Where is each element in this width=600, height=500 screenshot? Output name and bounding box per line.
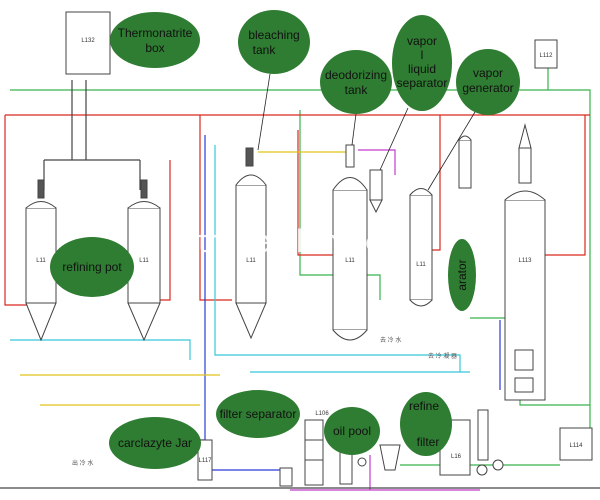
separator-column-unit [409, 188, 433, 307]
tag-deodorizing: L11 [345, 258, 355, 264]
equipment-tags: L132 L11 L11 L11 L11 L11 L113 L112 L114 … [36, 38, 583, 464]
red-pipeline-right-drop [545, 115, 586, 256]
cyan-pipeline-refining [10, 339, 191, 360]
red-pipeline-left [4, 115, 28, 306]
bubble-oil-pool: oil pool [324, 407, 380, 455]
note-cold-water-exit: 出 冷 水 [72, 459, 93, 467]
label-deodorizing-line2: tank [345, 83, 369, 97]
blue-pipeline-left [200, 135, 206, 441]
thermonatrite-box-unit [65, 11, 111, 75]
label-bubbles: Thermonatrite box bleaching tank deodori… [50, 10, 520, 469]
bubble-deodorizing-tank: deodorizing tank [320, 50, 392, 114]
leader-generator [427, 111, 476, 191]
equipment [25, 11, 593, 487]
label-separator-partial: arator [455, 259, 469, 290]
black-pipeline-thermo [43, 80, 141, 190]
pipeline-notes: 去 冷 水 去 冷 凝 器 出 冷 水 [72, 336, 457, 467]
red-pipeline-deo [297, 130, 335, 256]
label-vls-line1: vapor [407, 34, 437, 48]
label-refining-pot: refining pot [62, 260, 122, 274]
label-vls-line4: separator [397, 76, 448, 90]
label-refine-filter-line2: filter [417, 435, 440, 449]
note-cold-water-out: 去 冷 水 [380, 336, 401, 344]
label-vapor-generator-line2: generator [462, 81, 513, 95]
label-thermonatrite-line2: box [145, 41, 164, 55]
bubble-bleaching-tank: bleaching tank [238, 10, 310, 74]
vapor-generator-unit [504, 123, 546, 401]
tag-bleaching: L11 [246, 258, 256, 264]
bubble-filter-separator: filter separator [216, 390, 300, 438]
tag-thermo-box: L132 [81, 38, 95, 44]
bubble-carclazyte-jar: carclazyte Jar [109, 417, 201, 469]
leader-lines [257, 73, 476, 191]
red-pipeline-mid [199, 115, 232, 301]
label-vls-line3: liquid [408, 62, 436, 76]
label-oil-pool: oil pool [333, 424, 371, 438]
filter-separator-unit [279, 419, 324, 487]
tag-generator: L113 [519, 258, 533, 264]
label-vapor-generator-line1: vapor [473, 66, 503, 80]
tag-refining-pot-2: L11 [139, 258, 149, 264]
tag-carclazyte: L117 [199, 458, 213, 464]
label-bleaching-line1: bleaching [248, 28, 299, 42]
bubble-thermonatrite-box: Thermonatrite box [110, 12, 200, 68]
condensate-column-unit [458, 135, 472, 189]
bubble-vapor-liquid-separator: vapor l liquid separator [392, 15, 452, 111]
label-bleaching-line2: tank [253, 43, 277, 57]
tag-separator-column: L11 [416, 262, 426, 268]
note-to-condenser: 去 冷 凝 器 [428, 352, 457, 360]
leader-deodorizing [351, 113, 357, 146]
tag-top-right-box: L112 [540, 53, 554, 59]
watermark: trade.china.cn [198, 223, 399, 259]
cyan-pipeline-bleach [214, 145, 461, 372]
bubble-separator: arator [448, 239, 476, 311]
magenta-pipeline-tank [358, 149, 396, 175]
label-thermonatrite-line1: Thermonatrite [118, 26, 193, 40]
oil-pool-unit [339, 447, 367, 485]
label-deodorizing-line1: deodorizing [325, 68, 387, 82]
refining-pot-1 [25, 179, 57, 342]
bleaching-tank-unit [235, 147, 267, 340]
label-vls-line2: l [421, 48, 424, 62]
label-carclazyte-jar: carclazyte Jar [118, 436, 192, 450]
refine-filter-unit [379, 409, 504, 476]
bubble-refining-pot: refining pot [50, 237, 134, 297]
top-right-box-unit [534, 39, 558, 69]
bubble-vapor-generator: vapor generator [456, 49, 520, 115]
leader-bleaching [257, 73, 271, 151]
carclazyte-jar-unit [197, 439, 213, 481]
tag-refine-filter-unit: L16 [451, 454, 462, 460]
bottom-right-box-unit [559, 427, 593, 461]
green-pipeline-right [548, 89, 591, 441]
vapor-liquid-separator-unit [369, 169, 383, 214]
bubble-refine-filter: refine filter [400, 392, 452, 456]
label-filter-separator: filter separator [220, 407, 297, 421]
tag-filter: L106 [315, 411, 329, 417]
deodorizing-tank-unit [332, 144, 368, 341]
tag-refining-pot-1: L11 [36, 258, 46, 264]
label-refine-filter-line1: refine [409, 399, 439, 413]
tag-bottom-right-box: L114 [570, 443, 584, 449]
leader-vls [379, 107, 409, 171]
